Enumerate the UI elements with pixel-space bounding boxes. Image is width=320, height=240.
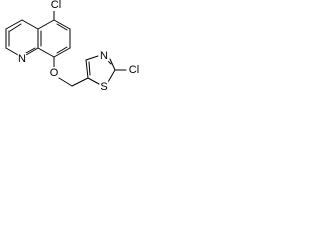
- double-bond-inner: [56, 23, 68, 31]
- bond: [109, 58, 116, 71]
- atom-cl-thiazole-background: [126, 64, 142, 76]
- bond-ch2-thiazole: [71, 77, 89, 87]
- double-bond-inner: [88, 61, 91, 76]
- bond: [25, 47, 39, 56]
- atom-cl-quinoline: Cl: [51, 0, 61, 11]
- atom-s-background: [99, 81, 109, 93]
- atom-cl-thiazole: Cl: [129, 64, 139, 76]
- double-bond-inner: [25, 47, 36, 54]
- atom-n-thiazole: N: [100, 50, 108, 62]
- bond: [53, 19, 71, 30]
- bond: [85, 59, 89, 79]
- bond: [87, 77, 100, 85]
- atom-cl-quinoline-background: [48, 0, 64, 11]
- atom-s: S: [100, 81, 107, 93]
- atom-n-quinoline: N: [18, 53, 26, 65]
- bond: [107, 69, 116, 83]
- atom-o-background: [49, 67, 59, 79]
- bond: [5, 19, 23, 30]
- atom-n-thiazole-background: [99, 50, 109, 62]
- bond: [85, 55, 99, 61]
- bond: [21, 19, 39, 30]
- atom-o: O: [50, 67, 59, 79]
- atom-n-quinoline-background: [17, 53, 27, 65]
- bond: [37, 19, 55, 30]
- bond-o-ch2: [58, 77, 73, 87]
- double-bond-inner: [56, 46, 68, 54]
- bond: [5, 47, 19, 56]
- bond: [53, 47, 71, 58]
- bond: [37, 47, 55, 58]
- double-bond-inner: [9, 23, 22, 32]
